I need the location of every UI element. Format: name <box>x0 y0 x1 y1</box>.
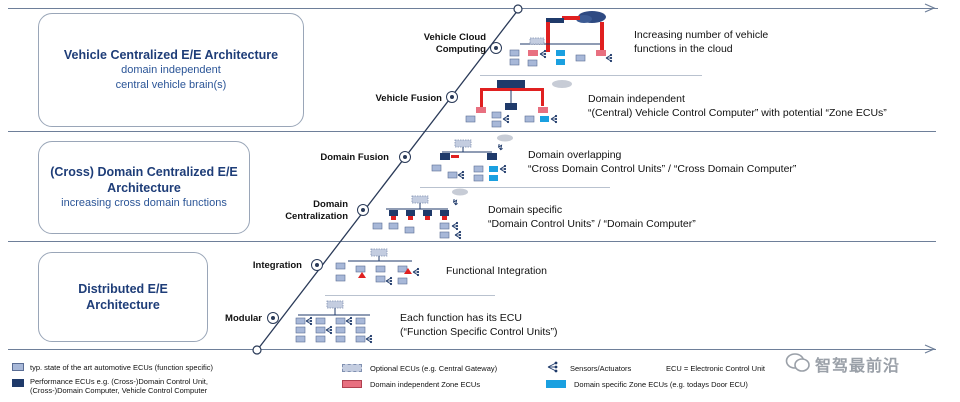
desc-line: Functional Integration <box>446 265 547 277</box>
box-distributed: Distributed E/E Architecture <box>38 252 208 342</box>
stage-node-cloud <box>490 42 502 54</box>
stage-separator <box>420 187 610 188</box>
legend-perf-ecu: Performance ECUs e.g. (Cross-)Domain Con… <box>30 377 208 395</box>
stage-node-vehicle-fusion <box>446 91 458 103</box>
desc-line: “(Central) Vehicle Control Computer” wit… <box>588 107 887 119</box>
stage-desc-modular: Each function has its ECU (“Function Spe… <box>400 311 558 339</box>
stage-node-modular <box>267 312 279 324</box>
box-title: (Cross) Domain Centralized E/E Architect… <box>50 165 238 195</box>
svg-text:↯: ↯ <box>497 143 504 152</box>
diagram-modular <box>295 300 373 344</box>
legend-ecu-def: ECU = Electronic Control Unit <box>666 364 765 373</box>
stage-desc-vehicle-fusion: Domain independent “(Central) Vehicle Co… <box>588 92 887 120</box>
legend-line: (Cross-)Domain Computer, Vehicle Control… <box>30 386 208 395</box>
stage-label-domain-fusion: Domain Fusion <box>320 152 389 163</box>
stage-label-integration: Integration <box>252 260 302 271</box>
stage-desc-domain-centralization: Domain specific “Domain Control Units” /… <box>488 203 696 231</box>
stage-node-domain-centralization <box>357 204 369 216</box>
diagram-vehicle-cloud <box>509 11 613 67</box>
desc-line: “Domain Control Units” / “Domain Compute… <box>488 218 696 230</box>
box-subtitle-1: increasing cross domain functions <box>61 197 227 209</box>
legend-zone-indep: Domain independent Zone ECUs <box>370 380 481 389</box>
legend-swatch-zone-spec <box>546 380 566 388</box>
stage-label-vehicle-fusion: Vehicle Fusion <box>375 93 442 104</box>
stage-node-domain-fusion <box>399 151 411 163</box>
diagram-vehicle-fusion <box>465 80 572 128</box>
desc-line: Domain independent <box>588 93 685 105</box>
stage-separator <box>325 295 495 296</box>
box-subtitle-1: domain independent <box>121 64 221 76</box>
desc-line: (“Function Specific Control Units”) <box>400 326 558 338</box>
stage-separator <box>480 75 702 76</box>
stage-desc-domain-fusion: Domain overlapping “Cross Domain Control… <box>528 148 796 176</box>
band-divider-2 <box>8 241 936 242</box>
legend-swatch-optional <box>342 364 362 372</box>
desc-line: Each function has its ECU <box>400 312 522 324</box>
sensors-icon <box>547 361 558 373</box>
stage-desc-cloud: Increasing number of vehicle functions i… <box>634 28 768 56</box>
desc-line: “Cross Domain Control Units” / “Cross Do… <box>528 163 797 175</box>
wechat-logo-icon <box>785 353 810 372</box>
stage-desc-integration: Functional Integration <box>446 264 547 278</box>
box-title: Distributed E/E Architecture <box>78 282 168 312</box>
legend-swatch-zone-indep <box>342 380 362 388</box>
desc-line: functions in the cloud <box>634 43 733 55</box>
legend-optional: Optional ECUs (e.g. Central Gateway) <box>370 364 498 373</box>
band-divider-top <box>8 8 938 9</box>
legend-line: Performance ECUs e.g. (Cross-)Domain Con… <box>30 377 208 386</box>
diagram-domain-fusion: ↯ <box>431 134 513 182</box>
legend-std-ecu: typ. state of the art automotive ECUs (f… <box>30 363 213 372</box>
stage-label-domain-centralization: Domain Centralization <box>285 199 348 222</box>
diagram-domain-centralization: ↯ <box>372 188 468 240</box>
band-divider-1 <box>8 131 936 132</box>
desc-line: Domain overlapping <box>528 149 622 161</box>
legend-swatch-perf-ecu <box>12 379 24 387</box>
band-divider-bottom <box>8 349 936 350</box>
desc-line: Domain specific <box>488 204 563 216</box>
diagram-integration <box>335 248 420 286</box>
svg-text:↯: ↯ <box>452 198 459 207</box>
legend-swatch-std-ecu <box>12 363 24 371</box>
box-subtitle-2: central vehicle brain(s) <box>115 79 227 91</box>
box-cross-domain: (Cross) Domain Centralized E/E Architect… <box>38 141 250 234</box>
watermark-text: 智驾最前沿 <box>815 358 901 375</box>
box-title: Vehicle Centralized E/E Architecture <box>63 48 279 62</box>
desc-line: Increasing number of vehicle <box>634 29 769 41</box>
legend-sensors: Sensors/Actuators <box>570 364 632 373</box>
stage-label-cloud: Vehicle Cloud Computing <box>423 32 486 55</box>
stage-label-modular: Modular <box>225 313 262 324</box>
stage-node-integration <box>311 259 323 271</box>
legend-zone-spec: Domain specific Zone ECUs (e.g. todays D… <box>574 380 748 389</box>
box-vehicle-centralized: Vehicle Centralized E/E Architecture dom… <box>38 13 304 127</box>
